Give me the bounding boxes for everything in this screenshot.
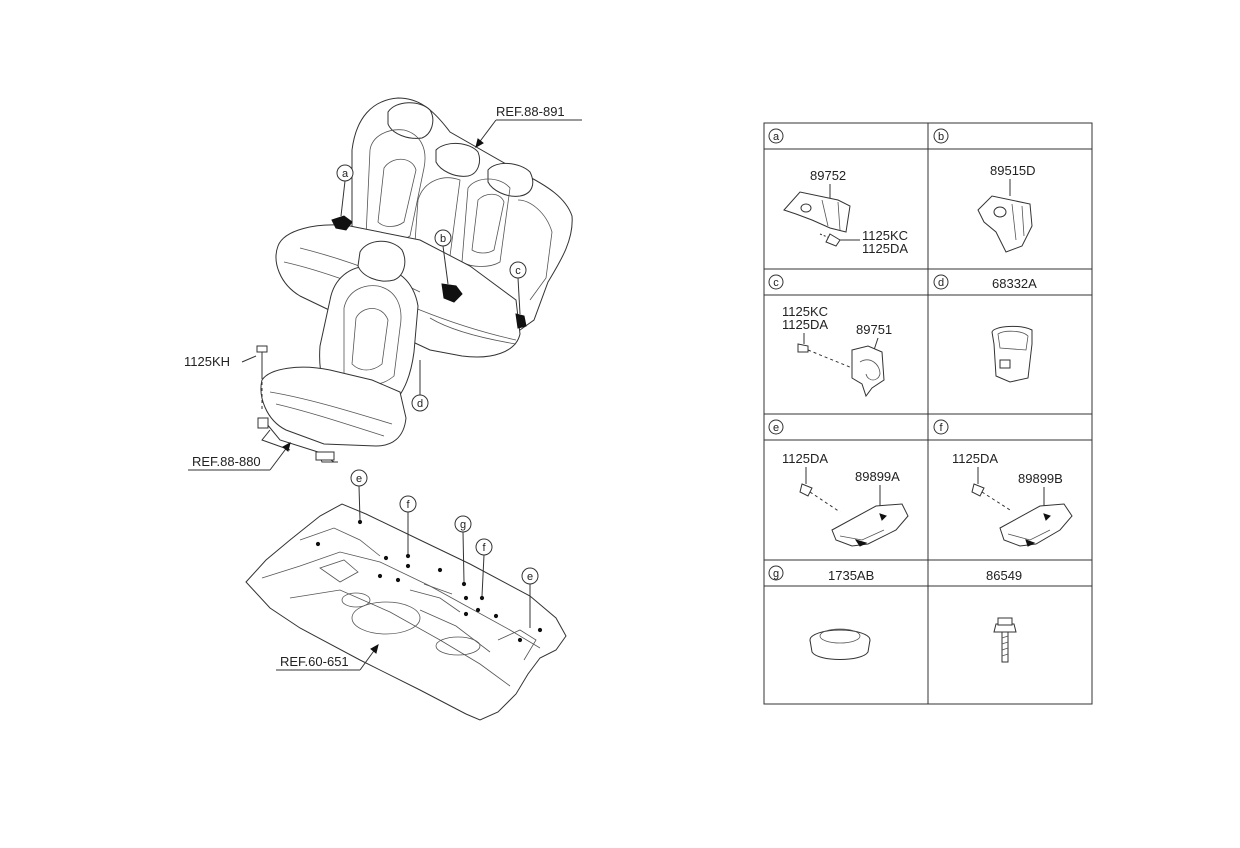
seat-illustration: REF.88-891 REF.88-880 REF.60-651 1125KH (184, 97, 582, 721)
part-a-mark (331, 215, 353, 231)
svg-text:1125DA: 1125DA (782, 451, 828, 466)
svg-text:REF.88-880: REF.88-880 (192, 454, 261, 469)
table-cell-e: e 1125DA 89899A (768, 419, 909, 547)
plug-1735ab (809, 628, 871, 660)
svg-text:e: e (356, 473, 362, 485)
table-cell-a: a 89752 1125KC 1125DA (768, 128, 908, 256)
ref-front-seat: REF.88-880 (188, 441, 291, 471)
svg-text:89515D: 89515D (990, 163, 1036, 178)
svg-text:89752: 89752 (810, 168, 846, 183)
svg-text:a: a (342, 168, 349, 180)
svg-text:f: f (406, 499, 410, 511)
floor-panel (245, 503, 567, 721)
part-c-mark (515, 313, 527, 329)
svg-text:1125KC: 1125KC (862, 228, 908, 243)
svg-text:e: e (527, 571, 533, 583)
rear-headrest-right (487, 163, 534, 197)
svg-text:b: b (440, 233, 446, 245)
callout-c: c (509, 261, 527, 315)
svg-text:g: g (773, 568, 779, 580)
callout-d: d (411, 360, 429, 412)
svg-text:89899A: 89899A (855, 469, 900, 484)
svg-text:86549: 86549 (986, 568, 1022, 583)
rear-headrest-center (435, 143, 481, 177)
ref-rear-seat: REF.88-891 (475, 104, 582, 149)
svg-text:1125DA: 1125DA (952, 451, 998, 466)
svg-text:c: c (515, 265, 521, 277)
svg-text:1125DA: 1125DA (862, 241, 908, 256)
svg-text:1125KC: 1125KC (782, 304, 828, 319)
cover-89899b (999, 503, 1073, 547)
table-cell-86549: 86549 (986, 568, 1022, 663)
callout-f-left: f (399, 495, 417, 554)
svg-text:1125DA: 1125DA (782, 317, 828, 332)
bracket-89751 (851, 345, 885, 398)
parts-table: a 89752 1125KC 1125DA b 89515D c 11 (763, 122, 1093, 705)
front-headrest (357, 240, 406, 282)
svg-text:c: c (773, 277, 779, 289)
table-cell-g: g 1735AB (768, 565, 874, 660)
table-cell-d: d 68332A (933, 274, 1037, 383)
svg-text:89751: 89751 (856, 322, 892, 337)
bracket-89752 (783, 191, 851, 233)
callout-a: a (336, 164, 354, 217)
bolt-1125kh: 1125KH (184, 345, 268, 412)
cover-89899a (831, 503, 909, 547)
table-cell-f: f 1125DA 89899B (933, 419, 1073, 547)
bracket-89515d (977, 195, 1033, 253)
svg-text:b: b (938, 131, 944, 143)
svg-text:g: g (460, 519, 466, 531)
svg-text:a: a (773, 131, 780, 143)
part-b-mark (441, 283, 463, 303)
svg-text:89899B: 89899B (1018, 471, 1063, 486)
ref-floor: REF.60-651 (276, 643, 379, 671)
svg-text:REF.60-651: REF.60-651 (280, 654, 349, 669)
svg-text:d: d (417, 398, 423, 410)
svg-text:e: e (773, 422, 779, 434)
table-cell-b: b 89515D (933, 128, 1036, 253)
svg-text:d: d (938, 277, 944, 289)
callout-b: b (434, 229, 452, 285)
bolt-86549 (993, 617, 1017, 663)
svg-text:68332A: 68332A (992, 276, 1037, 291)
svg-text:f: f (939, 422, 943, 434)
svg-text:1735AB: 1735AB (828, 568, 874, 583)
table-cell-c: c 1125KC 1125DA 89751 (768, 274, 892, 398)
callout-e-right: e (521, 567, 539, 628)
svg-text:1125KH: 1125KH (184, 354, 230, 369)
svg-text:f: f (482, 542, 486, 554)
callout-e-left: e (350, 469, 368, 521)
svg-text:REF.88-891: REF.88-891 (496, 104, 565, 119)
callout-f-right: f (475, 538, 493, 597)
callout-g: g (454, 515, 472, 583)
